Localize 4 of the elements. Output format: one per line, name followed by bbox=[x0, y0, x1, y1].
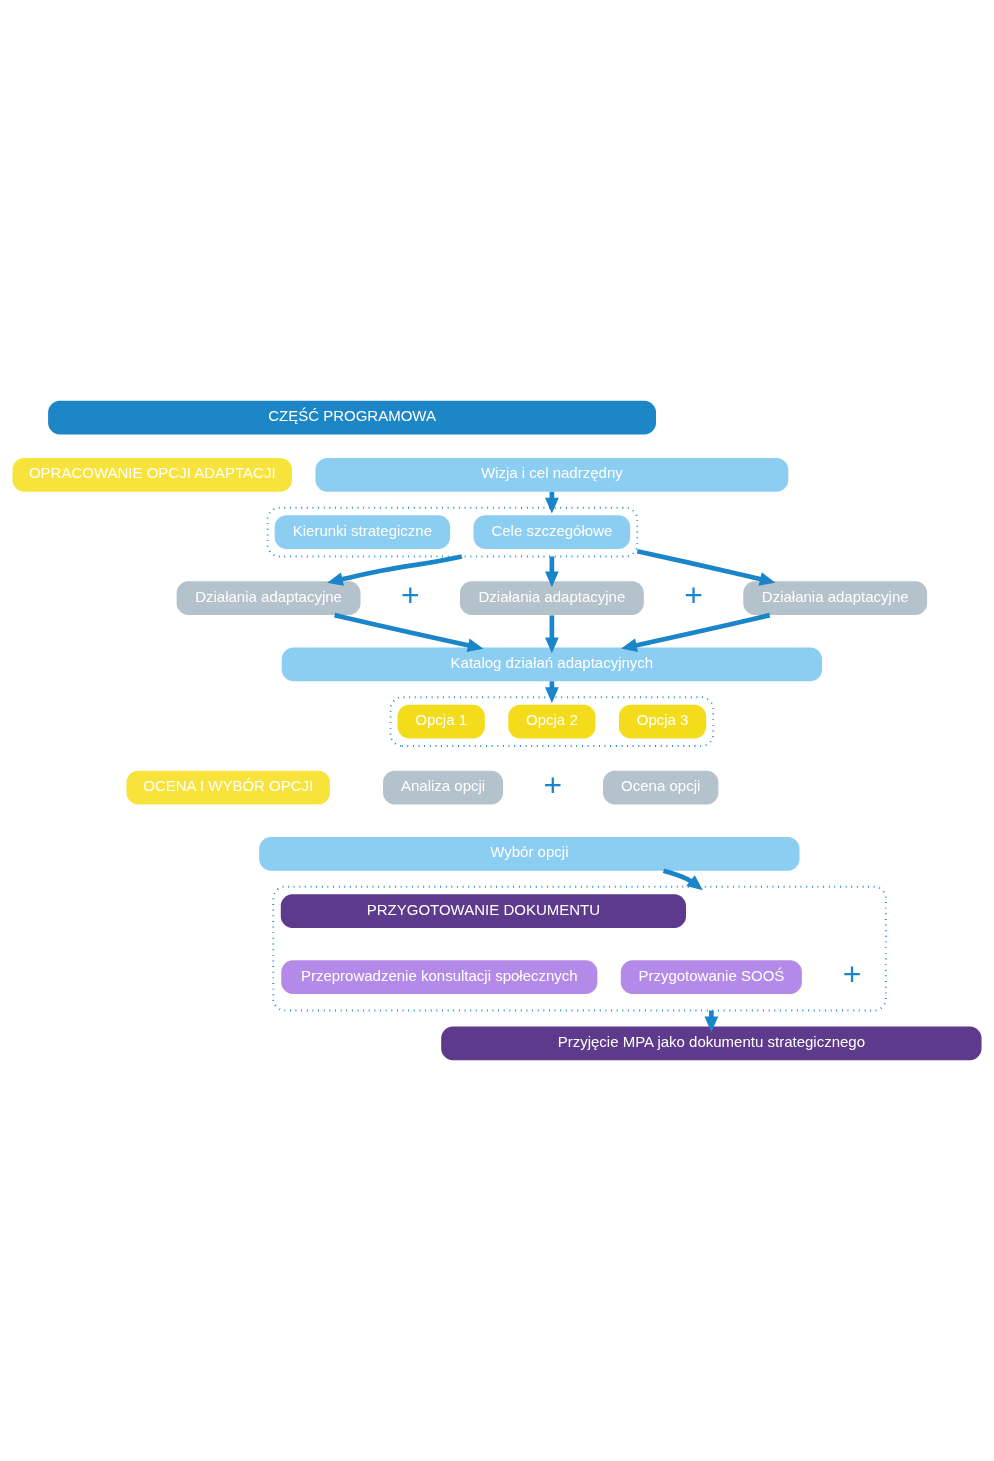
label: + bbox=[842, 956, 862, 993]
label: + bbox=[400, 577, 420, 614]
label: + bbox=[684, 577, 703, 614]
label: + bbox=[543, 766, 563, 803]
